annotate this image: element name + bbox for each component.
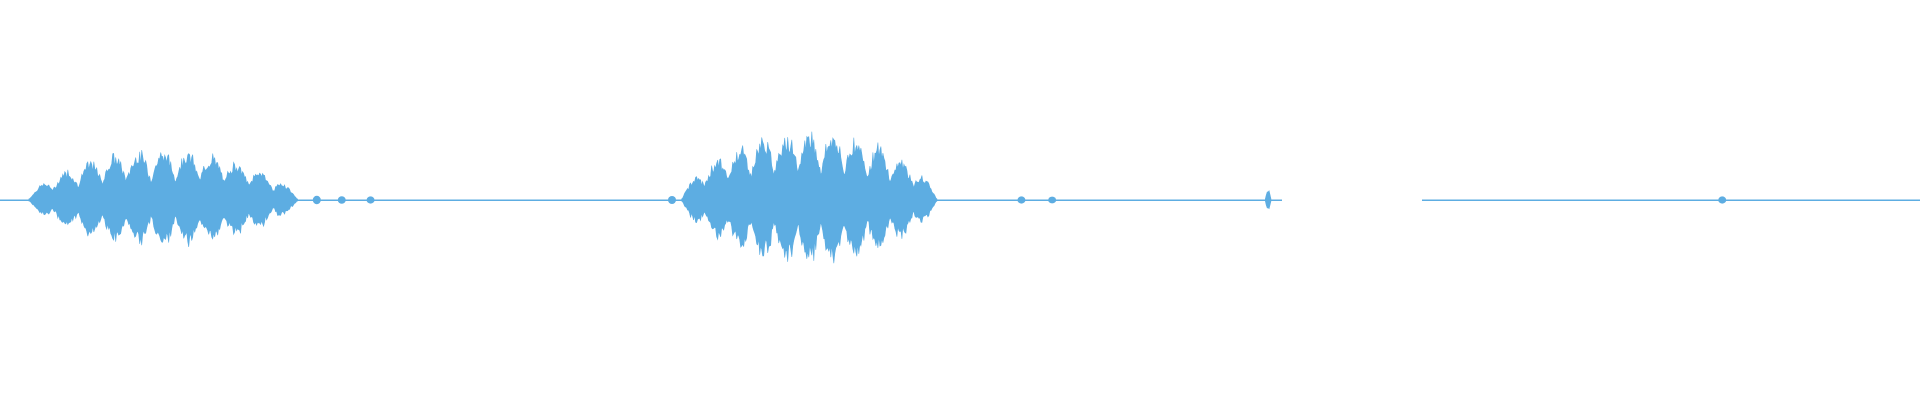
waveform-ripple <box>1048 196 1057 204</box>
waveform-bursts <box>28 131 1727 264</box>
waveform-ripple <box>1017 196 1026 204</box>
waveform-ripple <box>337 196 346 204</box>
waveform-ripple <box>366 196 375 204</box>
waveform-ripple <box>668 196 676 204</box>
waveform-ripple <box>1718 196 1727 204</box>
waveform-burst-2 <box>681 131 938 264</box>
waveform-click-1 <box>1265 190 1272 210</box>
waveform-ripple <box>312 195 321 205</box>
waveform-burst-1 <box>28 150 298 248</box>
